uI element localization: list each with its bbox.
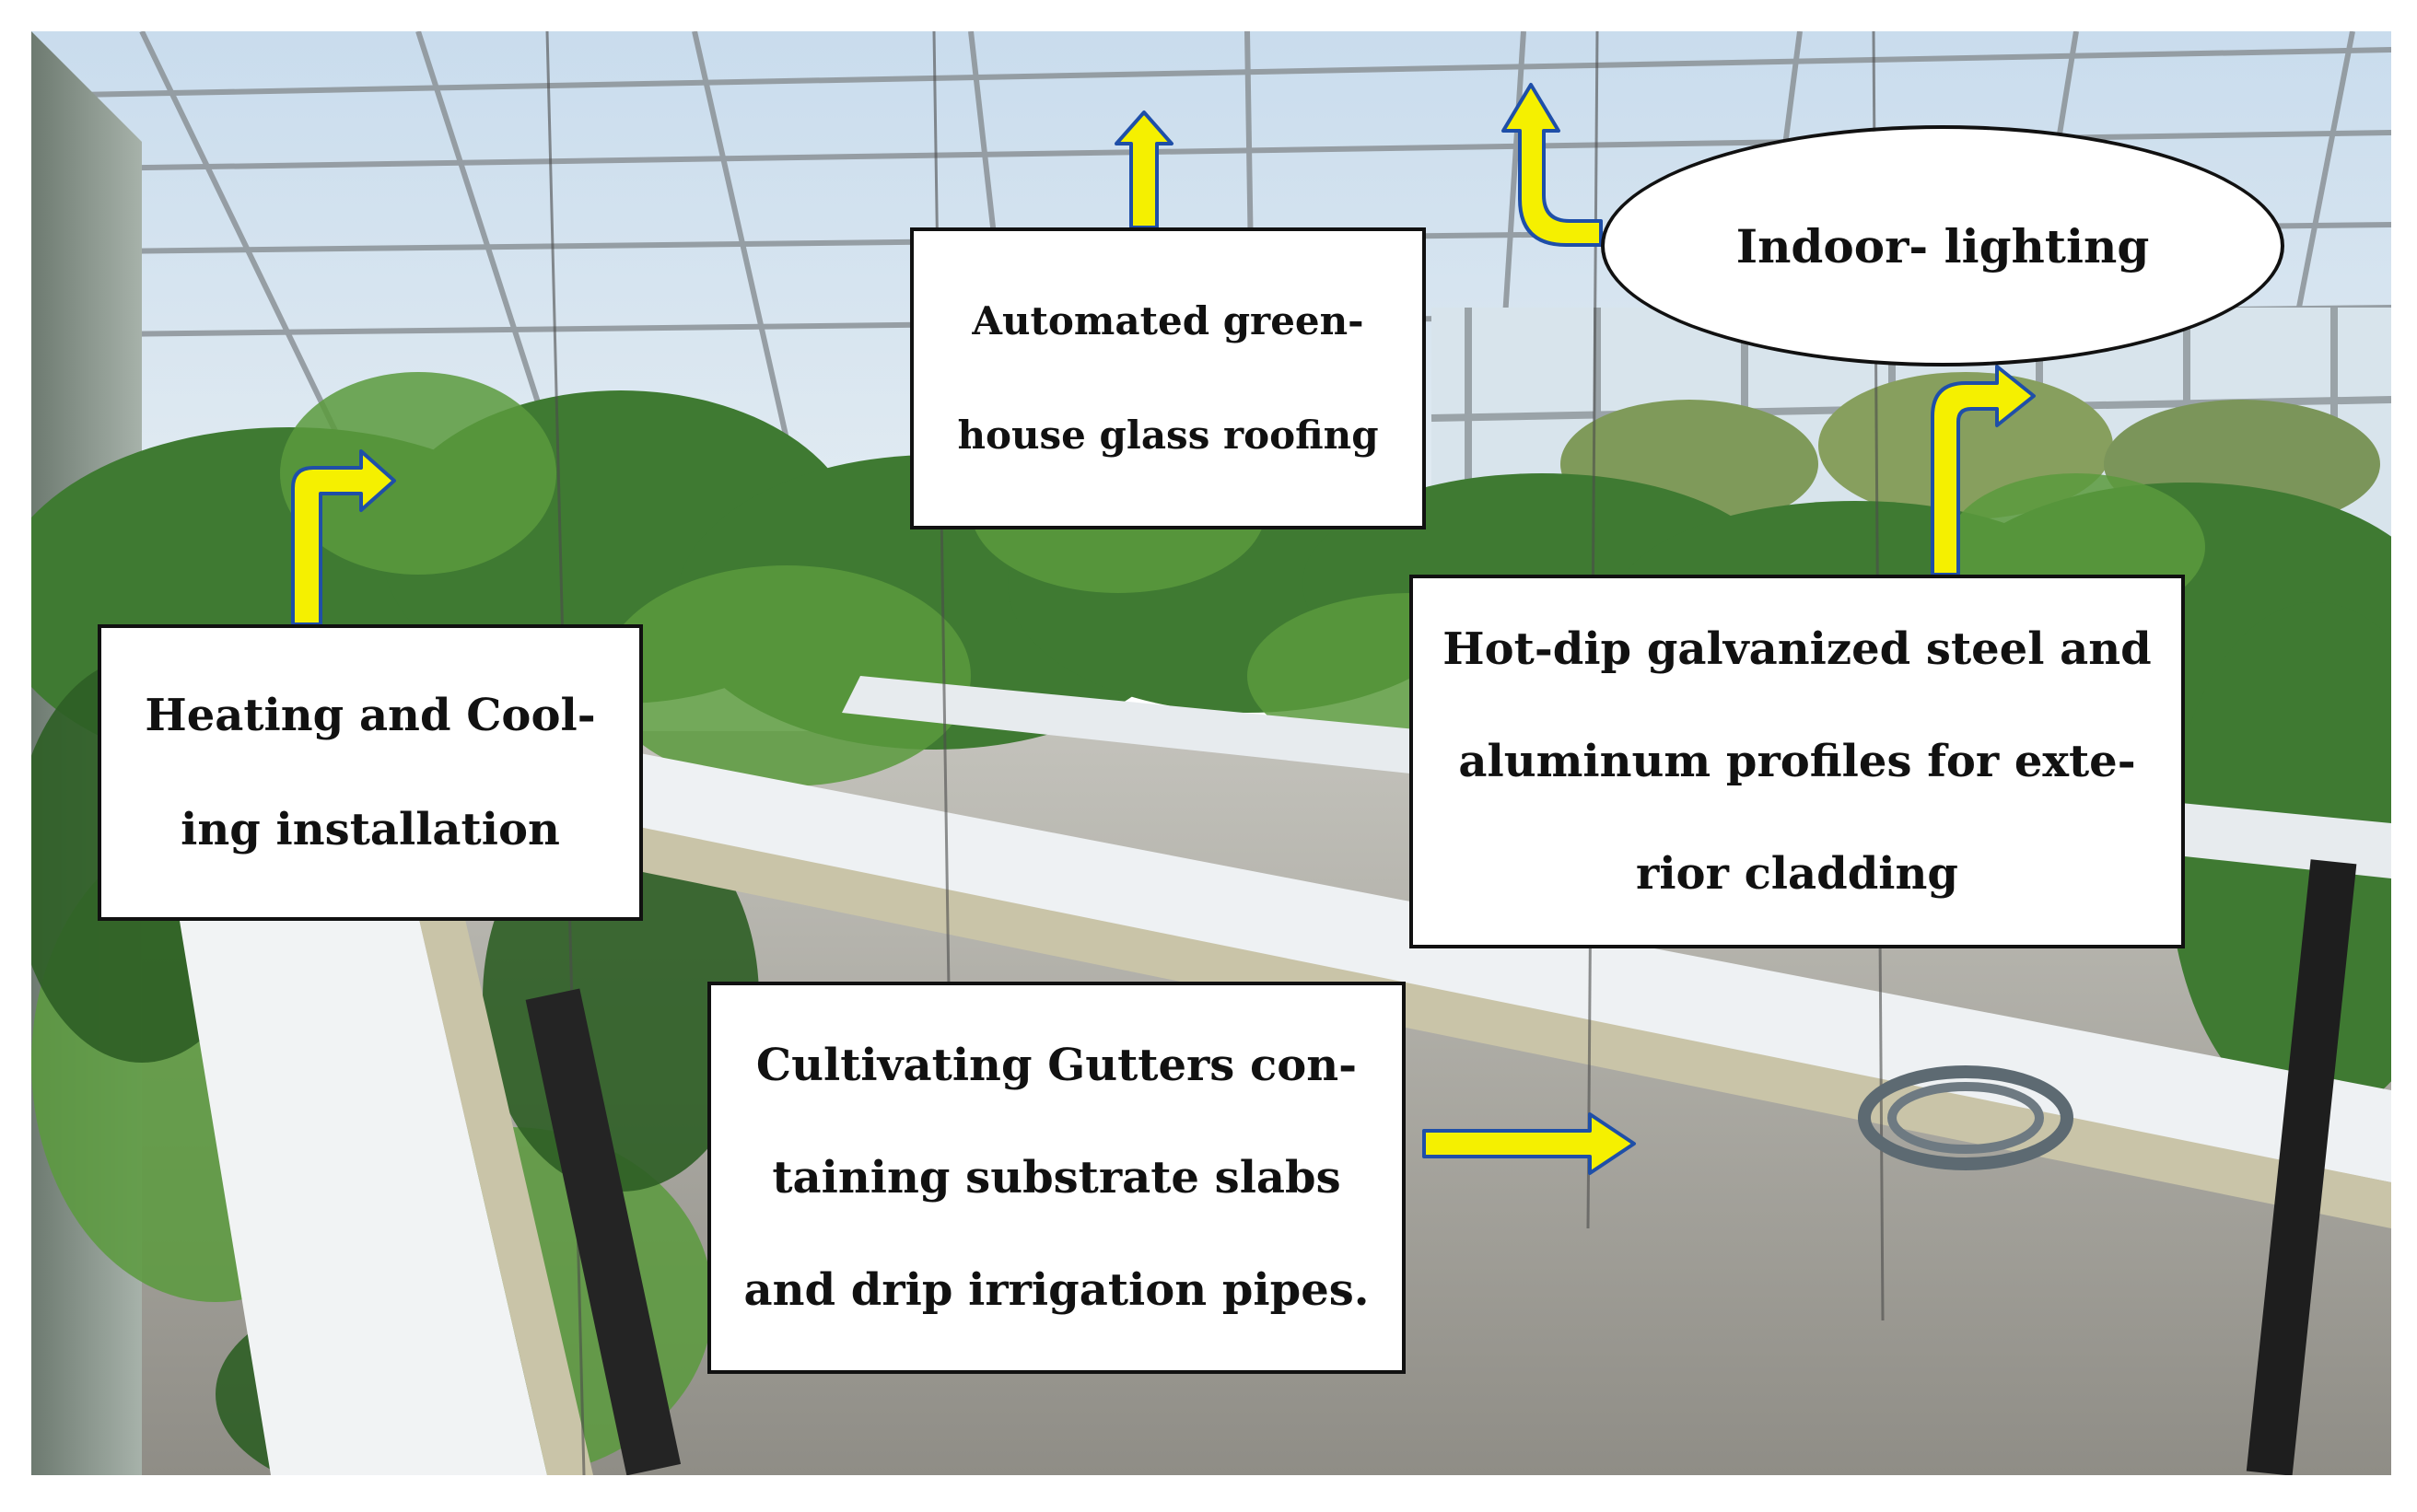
label-glass-roofing-text: Automated green- house glass roofing	[957, 298, 1379, 458]
label-glass-roofing: Automated green- house glass roofing	[910, 227, 1426, 529]
label-cultivating-gutters-text: Cultivating Gutters con- taining substra…	[743, 1040, 1370, 1316]
label-indoor-lighting-text: Indoor- lighting	[1735, 218, 2150, 273]
label-heating-cooling-text: Heating and Cool- ing installation	[145, 690, 596, 855]
label-heating-cooling: Heating and Cool- ing installation	[98, 624, 643, 921]
label-cultivating-gutters: Cultivating Gutters con- taining substra…	[707, 982, 1406, 1374]
label-steel-profiles-text: Hot-dip galvanized steel and aluminum pr…	[1442, 623, 2152, 900]
label-indoor-lighting: Indoor- lighting	[1601, 125, 2284, 366]
label-steel-profiles: Hot-dip galvanized steel and aluminum pr…	[1409, 575, 2185, 948]
